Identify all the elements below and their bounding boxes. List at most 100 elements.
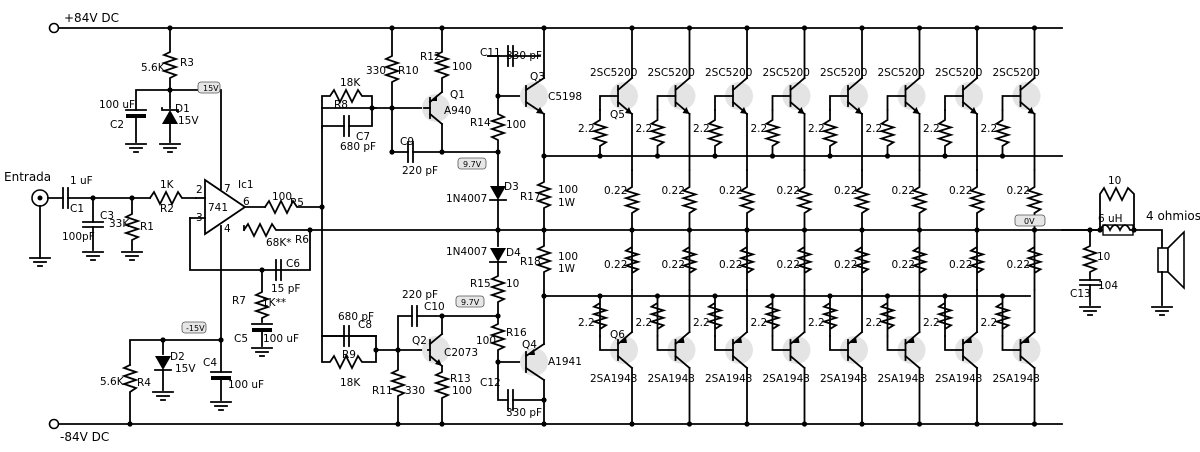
r14-value: 100 (506, 119, 526, 131)
q-top-part-1: 2SC5200 (590, 67, 637, 79)
tag-minus-15v: -15V (181, 321, 207, 334)
r15-value: 10 (506, 278, 519, 290)
emit-res-bot-2 (680, 229, 699, 291)
emit-res-top-2 (680, 169, 699, 231)
emit-res-bot-1 (622, 229, 642, 291)
opamp-ref: Ic1 (238, 179, 254, 191)
q2-ref: Q2 (412, 335, 427, 347)
c7-value: 680 pF (340, 141, 376, 153)
base-res-bot-3 (705, 295, 725, 337)
r18-value: 100 (558, 251, 578, 263)
d4-value: 1N4007 (446, 246, 487, 258)
base-res-top-value-3: 2.2 (693, 123, 710, 135)
base-res-bot-8 (993, 295, 1012, 337)
base-res-bot-value-4: 2.2 (751, 317, 768, 329)
output-stage: 2.20.222SC5200Q52.20.222SA1943Q62.20.222… (543, 25, 1063, 427)
r2-ref: R2 (160, 203, 174, 215)
ground-symbols-input (29, 251, 143, 267)
q-top-part-5: 2SC5200 (820, 67, 867, 79)
tag-9-7v-bot: 9.7V (455, 295, 485, 308)
r2-value: 1K (160, 179, 175, 191)
q-top-part-6: 2SC5200 (878, 67, 925, 79)
d2-ref: D2 (170, 351, 185, 363)
svg-text:9.7V: 9.7V (463, 160, 482, 169)
q-top-part-4: 2SC5200 (763, 67, 810, 79)
c11-value: 330 pF (506, 50, 542, 62)
r12-ref: R12 (420, 51, 441, 63)
q-bot-part-2: 2SA1943 (648, 373, 695, 385)
base-res-top-8 (993, 109, 1012, 157)
q-bot-part-1: 2SA1943 (590, 373, 637, 385)
svg-text:0V: 0V (1024, 217, 1035, 226)
q-bot-part-5: 2SA1943 (820, 373, 867, 385)
r11-value: 330 (405, 385, 425, 397)
r15-ref: R15 (470, 278, 491, 290)
positive-rail-label: +84V DC (64, 11, 119, 25)
c4-ref: C4 (203, 357, 217, 369)
q-bot-part-4: 2SA1943 (763, 373, 810, 385)
speaker-icon (1157, 247, 1169, 273)
emit-res-bot-value-5: 0.22 (834, 259, 857, 271)
q5-ref: Q5 (610, 109, 625, 121)
emit-res-bot-value-3: 0.22 (719, 259, 742, 271)
r1-ref: R1 (140, 221, 154, 233)
base-res-bot-value-7: 2.2 (923, 317, 940, 329)
c10-ref: C10 (424, 301, 445, 313)
base-res-top-value-8: 2.2 (981, 123, 998, 135)
c3-ref: C3 (100, 210, 114, 222)
c9-value: 220 pF (402, 165, 438, 177)
r18-watt: 1W (558, 263, 576, 275)
q4-ref: Q4 (522, 339, 537, 351)
inductor-value: 6 uH (1098, 213, 1123, 225)
emit-res-top-value-8: 0.22 (1007, 185, 1030, 197)
emit-res-top-1 (622, 169, 642, 231)
tag-9-7v-top: 9.7V (457, 157, 487, 170)
r10-ref: R10 (398, 65, 419, 77)
c6-ref: C6 (286, 258, 300, 270)
r12-value: 100 (452, 61, 472, 73)
base-res-bot-value-3: 2.2 (693, 317, 710, 329)
c3-value: 100pF (62, 231, 95, 243)
driver-top: 18K R8 C7 680 pF 330 R10 R12 100 Q1 A940… (321, 25, 582, 177)
emit-res-bot-3 (737, 229, 757, 291)
svg-text:15V: 15V (203, 84, 219, 93)
emit-res-top-5 (852, 169, 872, 231)
positive-bias: 5.6K R3 100 uF C2 D1 15V (99, 25, 199, 153)
r17-ref: R17 (520, 191, 541, 203)
c2-ref: C2 (110, 119, 124, 131)
output-network: 10 C13 104 10 6 uH 4 ohmios (1061, 175, 1200, 316)
base-res-bot-5 (820, 295, 840, 337)
emit-res-top-8 (1025, 169, 1044, 231)
q-bot-part-8: 2SA1943 (993, 373, 1040, 385)
d3-ref: D3 (504, 181, 519, 193)
base-res-top-value-2: 2.2 (636, 123, 653, 135)
c9-ref: C9 (400, 136, 414, 148)
opamp-pin7: 7 (224, 183, 231, 195)
c1-value: 1 uF (70, 175, 93, 187)
emit-res-top-value-7: 0.22 (949, 185, 972, 197)
emit-res-bot-value-2: 0.22 (662, 259, 685, 271)
bias-chain: D3 1N4007 1N4007 D4 R15 10 R17 100 1W R1… (446, 151, 578, 317)
q-top-part-2: 2SC5200 (648, 67, 695, 79)
r7-value: 1K** (262, 297, 286, 309)
base-res-bot-value-6: 2.2 (866, 317, 883, 329)
r9-ref: R9 (342, 349, 356, 361)
d4-ref: D4 (506, 247, 521, 259)
c6-value: 15 pF (271, 283, 300, 295)
emit-res-top-value-5: 0.22 (834, 185, 857, 197)
r10-value: 330 (366, 65, 386, 77)
r17-watt: 1W (558, 197, 576, 209)
emit-res-bot-value-8: 0.22 (1007, 259, 1030, 271)
base-res-bot-7 (935, 295, 955, 337)
base-res-top-4 (763, 109, 782, 157)
r4-value: 5.6K (100, 376, 125, 388)
opamp-pin2: 2 (196, 184, 203, 196)
negative-rail: -84V DC (48, 418, 1063, 444)
base-res-top-7 (935, 109, 955, 157)
q-top-part-3: 2SC5200 (705, 67, 752, 79)
c1-ref: C1 (70, 203, 84, 215)
emit-res-top-value-4: 0.22 (777, 185, 800, 197)
positive-rail: +84V DC (48, 11, 1063, 34)
r13-ref: R13 (450, 373, 471, 385)
